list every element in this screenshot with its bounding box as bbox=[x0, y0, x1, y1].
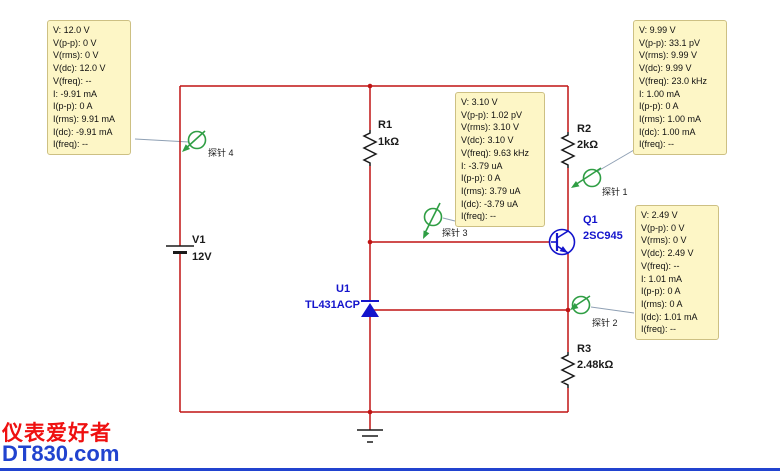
ground-icon[interactable] bbox=[357, 429, 383, 443]
probe-leader-lines bbox=[134, 138, 635, 314]
r3-value-label: 2.48kΩ bbox=[577, 359, 614, 371]
wires bbox=[179, 83, 571, 430]
measurement-line: I(freq): -- bbox=[641, 324, 676, 335]
v1-value-label: 12V bbox=[192, 251, 212, 263]
r2-value-label: 2kΩ bbox=[577, 139, 599, 151]
measurement-line: V(dc): 9.99 V bbox=[639, 63, 692, 74]
v1-ref-label: V1 bbox=[192, 234, 206, 246]
measurement-line: I(freq): -- bbox=[461, 211, 496, 222]
probe3-label: 探针 3 bbox=[442, 228, 468, 238]
measurement-line: I(freq): -- bbox=[639, 139, 674, 150]
measurement-line: I(dc): -9.91 mA bbox=[53, 126, 113, 137]
battery-v1-symbol[interactable] bbox=[166, 245, 194, 254]
watermark-chinese: 仪表爱好者 bbox=[2, 422, 112, 445]
probe4-icon[interactable] bbox=[180, 130, 207, 154]
measurement-line: V(rms): 9.99 V bbox=[639, 50, 698, 61]
resistor-r2-symbol[interactable] bbox=[560, 132, 576, 168]
r3-ref-label: R3 bbox=[577, 343, 592, 355]
measurement-line: V(freq): -- bbox=[641, 260, 680, 271]
resistor-r1-symbol[interactable] bbox=[362, 130, 378, 166]
measurement-line: I(dc): -3.79 uA bbox=[461, 198, 519, 209]
measurement-line: I: -3.79 uA bbox=[461, 160, 503, 171]
probe3-icon[interactable] bbox=[420, 202, 443, 240]
measurement-line: I(p-p): 0 A bbox=[461, 173, 501, 184]
measurement-line: I(dc): 1.00 mA bbox=[639, 126, 696, 137]
measurement-line: V(p-p): 0 V bbox=[53, 37, 97, 48]
measurement-line: I(p-p): 0 A bbox=[641, 286, 681, 297]
q1-ref-label: Q1 bbox=[583, 214, 598, 226]
measurement-line: V(p-p): 0 V bbox=[641, 222, 685, 233]
probe1-icon[interactable] bbox=[569, 167, 602, 191]
q1-value-label: 2SC945 bbox=[583, 230, 623, 242]
measurement-line: I(dc): 1.01 mA bbox=[641, 311, 698, 322]
measurement-line: V(dc): 12.0 V bbox=[53, 63, 106, 74]
probe2-icon[interactable] bbox=[568, 295, 591, 315]
r1-value-label: 1kΩ bbox=[378, 136, 400, 148]
measurement-line: V(dc): 3.10 V bbox=[461, 135, 514, 146]
measurement-line: I(rms): 9.91 mA bbox=[53, 113, 116, 124]
measurement-line: I(rms): 3.79 uA bbox=[461, 185, 521, 196]
measurement-line: V(freq): 23.0 kHz bbox=[639, 75, 708, 86]
measurement-line: I: 1.00 mA bbox=[639, 88, 681, 99]
measurement-line: V(dc): 2.49 V bbox=[641, 248, 694, 259]
u1-ref-label: U1 bbox=[336, 283, 351, 295]
measurement-line: V(rms): 0 V bbox=[641, 235, 687, 246]
tl431-u1-symbol[interactable] bbox=[361, 300, 379, 317]
measurement-line: I(rms): 0 A bbox=[641, 298, 683, 309]
r1-ref-label: R1 bbox=[378, 119, 393, 131]
probe2-label: 探针 2 bbox=[592, 318, 618, 328]
measurement-line: I(freq): -- bbox=[53, 139, 88, 150]
measurement-line: V(freq): -- bbox=[53, 75, 92, 86]
measurement-line: V(rms): 0 V bbox=[53, 50, 99, 61]
measurement-line: V(p-p): 1.02 pV bbox=[461, 109, 523, 120]
probe4-label: 探针 4 bbox=[208, 148, 234, 158]
measurement-line: I: -9.91 mA bbox=[53, 88, 98, 99]
measurement-line: I: 1.01 mA bbox=[641, 273, 683, 284]
measurement-line: V: 2.49 V bbox=[641, 210, 678, 220]
measurement-line: I(p-p): 0 A bbox=[639, 101, 679, 112]
transistor-q1-symbol[interactable] bbox=[548, 228, 576, 256]
measurement-line: V: 12.0 V bbox=[53, 25, 90, 35]
measurement-line: I(rms): 1.00 mA bbox=[639, 113, 702, 124]
probe2-measurement-box[interactable]: V: 2.49 V V(p-p): 0 V V(rms): 0 V V(dc): 2.… bbox=[635, 205, 719, 341]
probe3-measurement-box[interactable]: V: 3.10 V V(p-p): 1.02 pV V(rms): 3.10 V V(… bbox=[455, 92, 545, 228]
measurement-line: I(p-p): 0 A bbox=[53, 101, 93, 112]
measurement-line: V: 9.99 V bbox=[639, 25, 676, 35]
probe1-label: 探针 1 bbox=[602, 187, 628, 197]
measurement-line: V: 3.10 V bbox=[461, 97, 498, 107]
bottom-edge-line bbox=[0, 468, 780, 471]
measurement-line: V(freq): 9.63 kHz bbox=[461, 147, 530, 158]
r2-ref-label: R2 bbox=[577, 123, 592, 135]
watermark-site: DT830.com bbox=[2, 441, 120, 466]
probe1-measurement-box[interactable]: V: 9.99 V V(p-p): 33.1 pV V(rms): 9.99 V V(… bbox=[633, 20, 727, 156]
probe4-measurement-box[interactable]: V: 12.0 V V(p-p): 0 V V(rms): 0 V V(dc): 12… bbox=[47, 20, 131, 156]
resistor-r3-symbol[interactable] bbox=[560, 352, 576, 388]
measurement-line: V(p-p): 33.1 pV bbox=[639, 37, 701, 48]
u1-value-label: TL431ACP bbox=[305, 299, 361, 311]
measurement-line: V(rms): 3.10 V bbox=[461, 122, 520, 133]
